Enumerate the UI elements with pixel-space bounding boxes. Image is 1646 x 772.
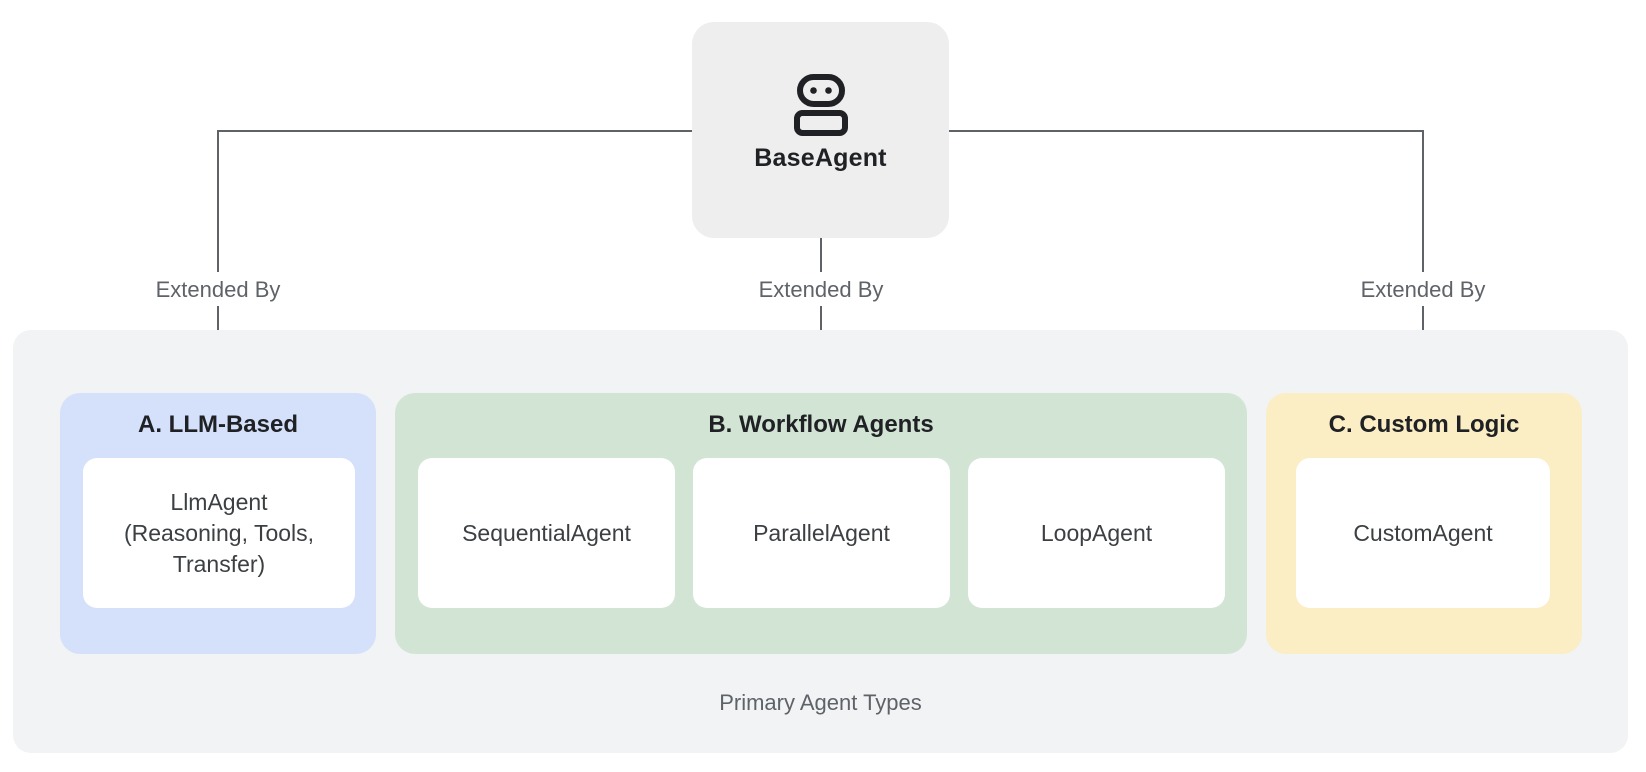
section-custom-logic: C. Custom Logic CustomAgent: [1266, 393, 1582, 654]
section-workflow-agents: B. Workflow Agents SequentialAgent Paral…: [395, 393, 1247, 654]
section-llm-based: A. LLM-Based LlmAgent (Reasoning, Tools,…: [60, 393, 376, 654]
card-sequential-agent: SequentialAgent: [418, 458, 675, 608]
edge-right-line-top: [949, 130, 1424, 272]
edge-left-line-top: [217, 130, 692, 272]
base-agent-label: BaseAgent: [754, 144, 887, 172]
section-workflow-agents-title: B. Workflow Agents: [708, 411, 934, 438]
panel-caption: Primary Agent Types: [719, 690, 922, 715]
section-custom-logic-title: C. Custom Logic: [1328, 411, 1520, 438]
card-loop-agent: LoopAgent: [968, 458, 1225, 608]
card-custom-agent: CustomAgent: [1296, 458, 1550, 608]
primary-agent-types-panel: A. LLM-Based LlmAgent (Reasoning, Tools,…: [13, 330, 1628, 753]
robot-icon: [793, 74, 848, 136]
card-parallel-agent: ParallelAgent: [693, 458, 950, 608]
base-agent-node: BaseAgent: [692, 22, 949, 238]
edge-label-left: Extended By: [155, 277, 281, 302]
edge-label-right: Extended By: [1360, 277, 1486, 302]
card-llm-agent: LlmAgent (Reasoning, Tools, Transfer): [83, 458, 355, 608]
edge-label-middle: Extended By: [758, 277, 884, 302]
section-llm-based-title: A. LLM-Based: [137, 411, 298, 438]
